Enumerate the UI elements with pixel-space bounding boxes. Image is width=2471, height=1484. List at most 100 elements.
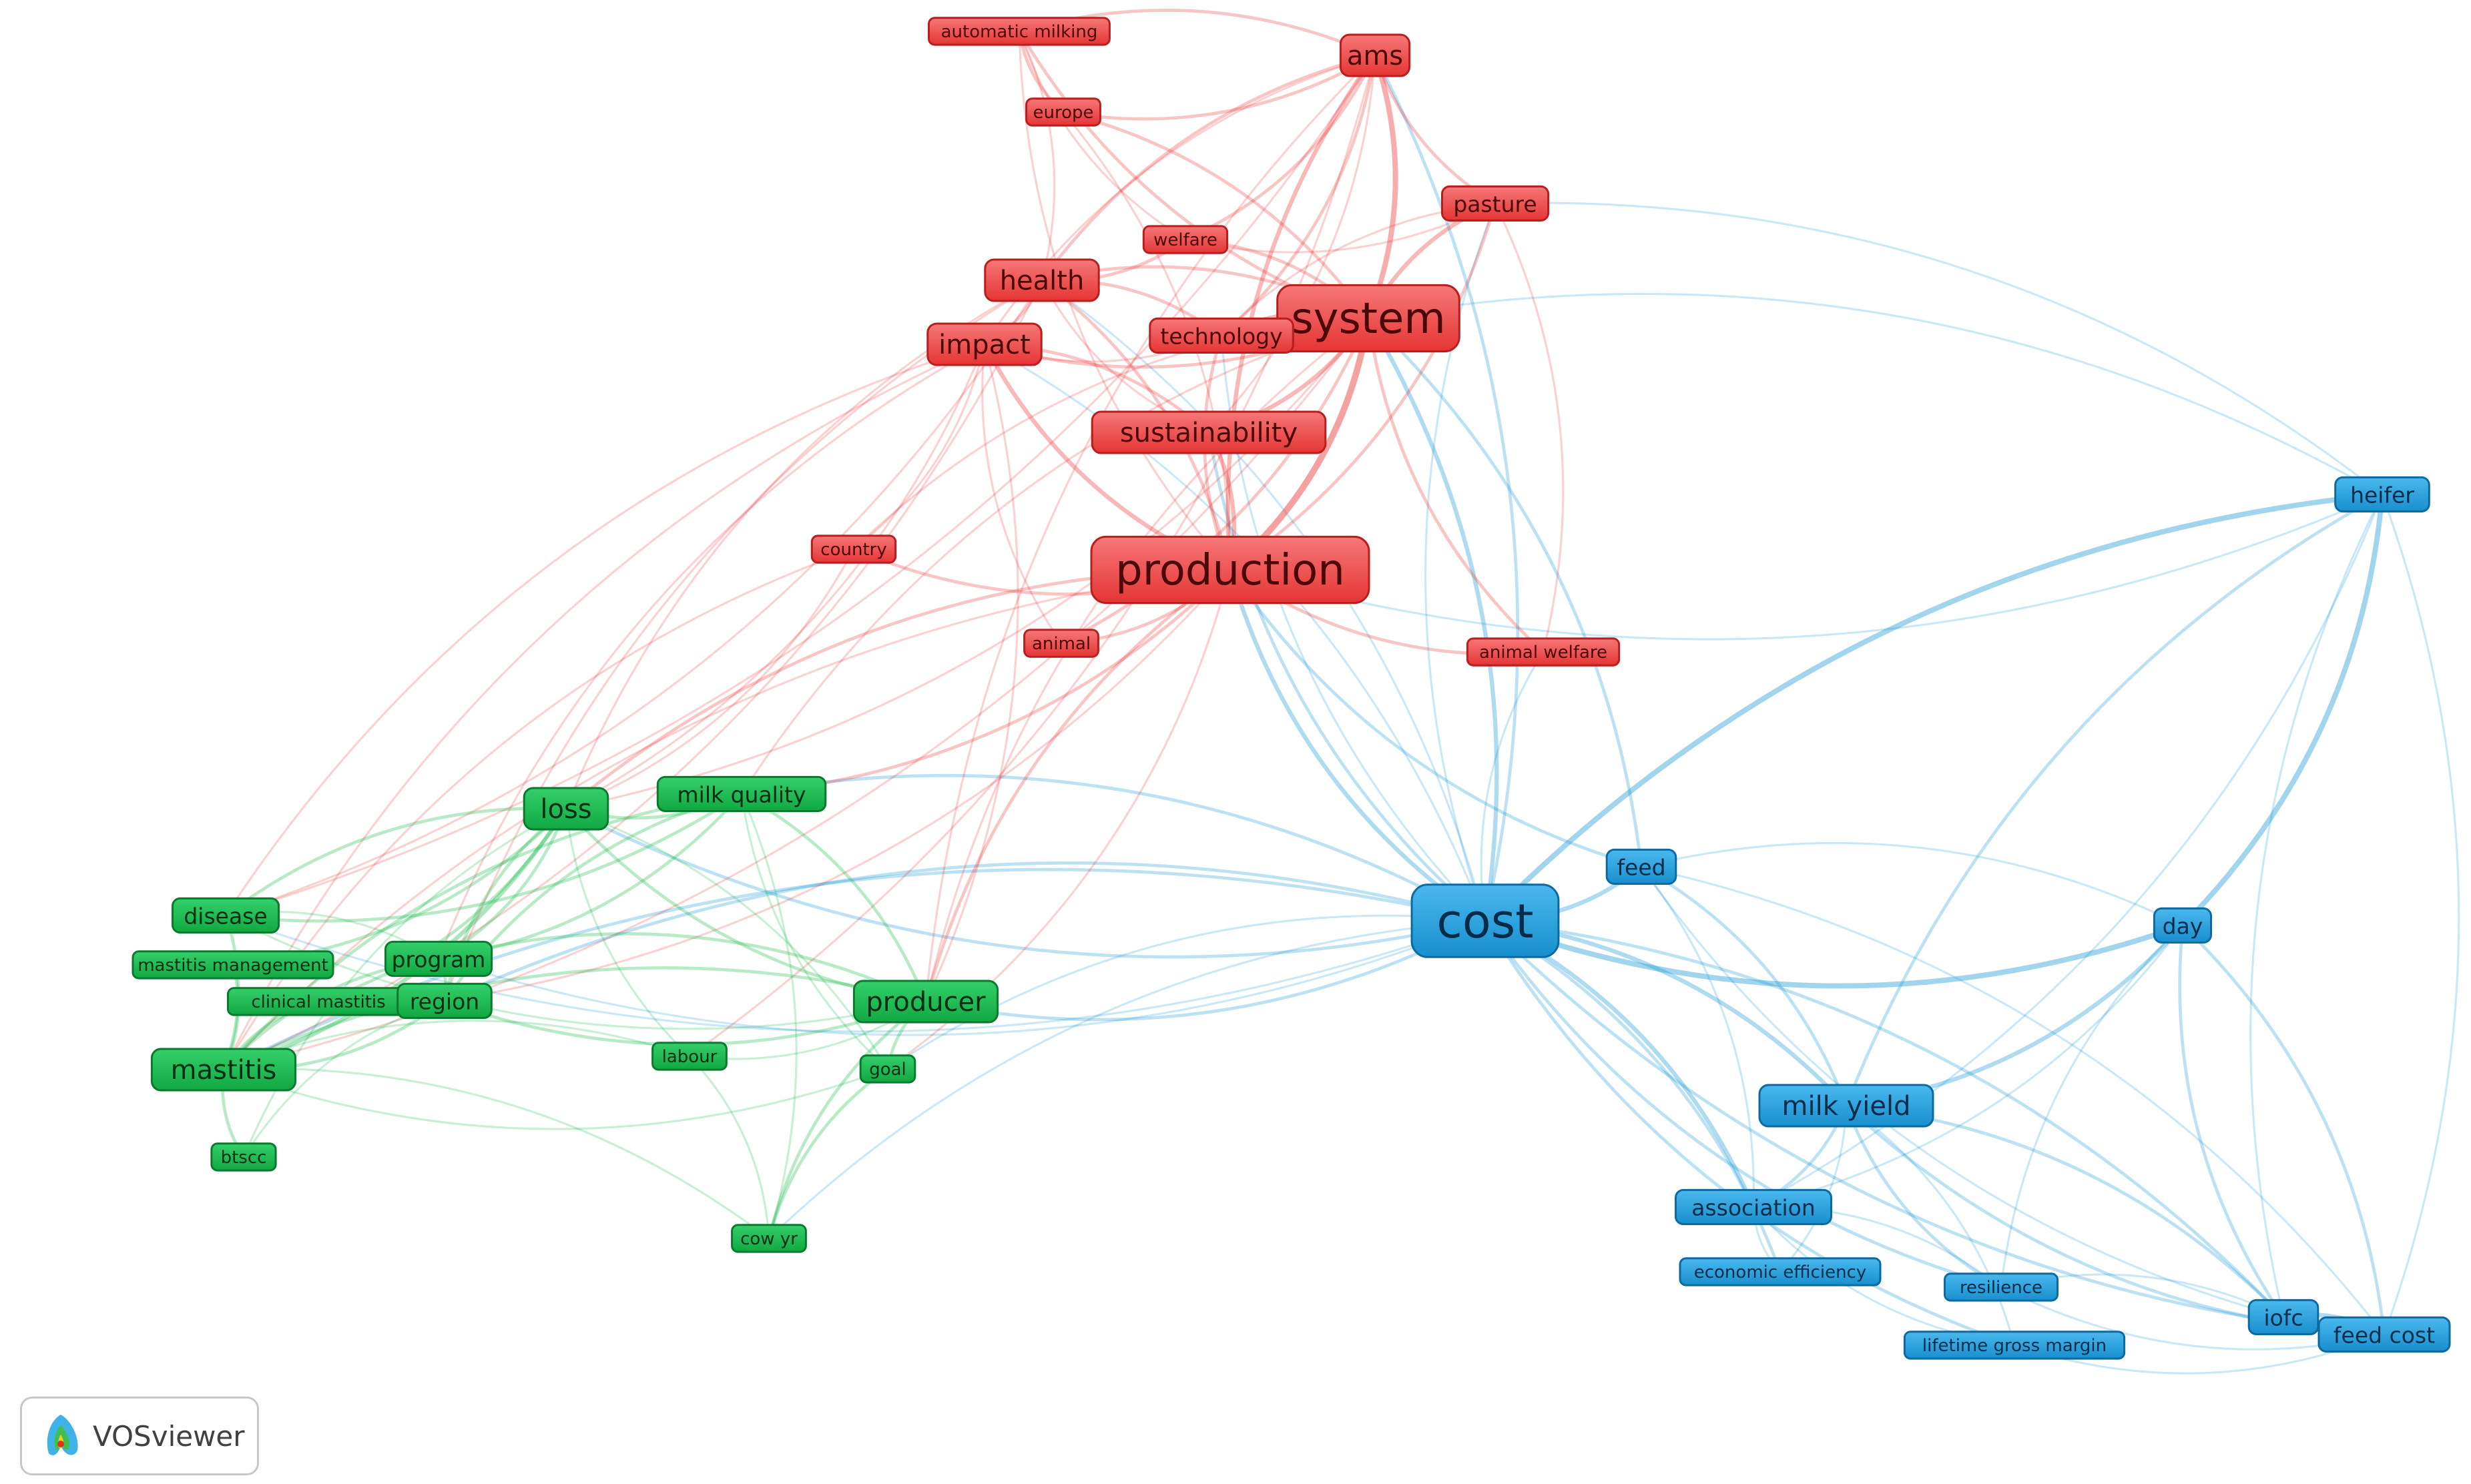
vosviewer-brand[interactable]: VOSviewer [20, 1397, 259, 1475]
node-label: feed [1617, 855, 1665, 881]
link-milk-quality-cow-yr [740, 793, 798, 1239]
node-box [1944, 1272, 2058, 1302]
link-health-mastitis [223, 280, 1043, 1071]
node-program[interactable]: program [384, 940, 493, 978]
node-technology[interactable]: technology [1149, 317, 1294, 354]
node-label: lifetime gross margin [1922, 1336, 2107, 1356]
link-production-region [444, 569, 1231, 1002]
node-resilience[interactable]: resilience [1944, 1272, 2058, 1302]
node-production[interactable]: production [1090, 535, 1370, 605]
link-mastitis-goal [223, 1068, 888, 1130]
node-label: feed cost [2333, 1323, 2435, 1349]
node-automatic-milking[interactable]: automatic milking [928, 17, 1111, 46]
node-mastitis-management[interactable]: mastitis management [131, 950, 334, 980]
node-label: cow yr [740, 1229, 798, 1249]
link-automatic-milking-welfare [1018, 31, 1186, 241]
link-impact-producer [924, 344, 1019, 1002]
link-milk-yield-feed [1640, 865, 1848, 1106]
node-milk-quality[interactable]: milk quality [656, 775, 827, 813]
link-milk-yield-iofc [1846, 1104, 2285, 1319]
node-label: association [1691, 1195, 1816, 1221]
node-day[interactable]: day [2153, 907, 2212, 944]
link-loss-disease [224, 806, 567, 917]
node-box [1091, 410, 1327, 454]
link-cost-program [438, 919, 1486, 1036]
node-btscc[interactable]: btscc [210, 1142, 277, 1172]
node-welfare[interactable]: welfare [1142, 225, 1229, 254]
link-heifer-feed-cost [2381, 494, 2460, 1335]
link-cost-sustainability [1207, 432, 1486, 922]
link-heifer-pasture [1494, 202, 2383, 496]
node-box [2317, 1316, 2451, 1353]
link-production-producer [924, 569, 1231, 1002]
node-box [1410, 883, 1560, 958]
link-system-producer [924, 317, 1369, 1002]
vosviewer-logo-icon [47, 1415, 78, 1455]
node-box [859, 1054, 916, 1084]
node-sustainability[interactable]: sustainability [1091, 410, 1327, 454]
node-impact[interactable]: impact [926, 322, 1043, 366]
node-label: btscc [221, 1148, 267, 1168]
node-labour[interactable]: labour [651, 1042, 728, 1071]
node-label: producer [866, 987, 986, 1018]
node-feed-cost[interactable]: feed cost [2317, 1316, 2451, 1353]
node-system[interactable]: system [1276, 284, 1460, 353]
link-milk-yield-lifetime-gross-margin [1846, 1104, 2016, 1346]
node-goal[interactable]: goal [859, 1054, 916, 1084]
node-mastitis[interactable]: mastitis [150, 1048, 297, 1092]
link-cost-association [1484, 919, 1755, 1208]
link-day-feed-cost [2181, 924, 2386, 1335]
link-loss-clinical-mastitis [318, 807, 567, 1004]
node-europe[interactable]: europe [1025, 97, 1101, 127]
link-system-milk-quality [740, 317, 1369, 795]
node-layer: automatic milking ams europe pasture welfare… [131, 17, 2451, 1360]
node-animal[interactable]: animal [1023, 629, 1099, 658]
node-region[interactable]: region [396, 982, 493, 1020]
node-cost[interactable]: cost [1410, 883, 1560, 958]
node-association[interactable]: association [1675, 1188, 1832, 1226]
node-pasture[interactable]: pasture [1441, 185, 1550, 222]
link-day-feed [1641, 841, 2183, 927]
link-ams-technology [1220, 55, 1377, 337]
node-box [1090, 535, 1370, 605]
link-system-animal-welfare [1366, 318, 1545, 653]
node-country[interactable]: country [810, 534, 897, 564]
node-heifer[interactable]: heifer [2334, 476, 2430, 513]
node-feed[interactable]: feed [1605, 848, 1677, 885]
node-loss[interactable]: loss [523, 787, 609, 831]
node-label: automatic milking [941, 22, 1098, 42]
link-heifer-iofc [2249, 494, 2384, 1318]
link-pasture-welfare [1185, 202, 1496, 254]
link-production-pasture [1229, 203, 1497, 571]
node-economic-efficiency[interactable]: economic efficiency [1679, 1257, 1882, 1286]
node-label: labour [662, 1047, 718, 1067]
node-cow-yr[interactable]: cow yr [731, 1224, 807, 1253]
link-cost-feed-cost [1484, 919, 2385, 1337]
node-box [210, 1142, 277, 1172]
node-lifetime-gross-margin[interactable]: lifetime gross margin [1903, 1331, 2126, 1360]
node-label: impact [938, 330, 1031, 360]
node-box [396, 982, 493, 1020]
link-ams-sustainability [1207, 55, 1376, 434]
node-iofc[interactable]: iofc [2247, 1298, 2319, 1336]
link-impact-country [853, 344, 986, 550]
node-milk-yield[interactable]: milk yield [1758, 1084, 1934, 1128]
node-box [928, 17, 1111, 46]
node-box [1339, 33, 1411, 77]
node-disease[interactable]: disease [172, 897, 280, 934]
vosviewer-brand-label: VOSviewer [93, 1419, 245, 1453]
node-ams[interactable]: ams [1339, 33, 1411, 77]
node-label: welfare [1153, 230, 1217, 250]
node-health[interactable]: health [984, 258, 1100, 302]
node-box [1441, 185, 1550, 222]
node-animal-welfare[interactable]: animal welfare [1466, 637, 1621, 667]
node-label: europe [1033, 103, 1094, 123]
link-cost-loss [565, 807, 1486, 959]
node-box [852, 980, 999, 1024]
node-producer[interactable]: producer [852, 980, 999, 1024]
node-box [1023, 629, 1099, 658]
link-mastitis-labour [223, 1020, 690, 1071]
node-clinical-mastitis[interactable]: clinical mastitis [227, 987, 410, 1016]
link-heifer-day [2181, 494, 2385, 928]
node-label: milk yield [1782, 1091, 1911, 1122]
